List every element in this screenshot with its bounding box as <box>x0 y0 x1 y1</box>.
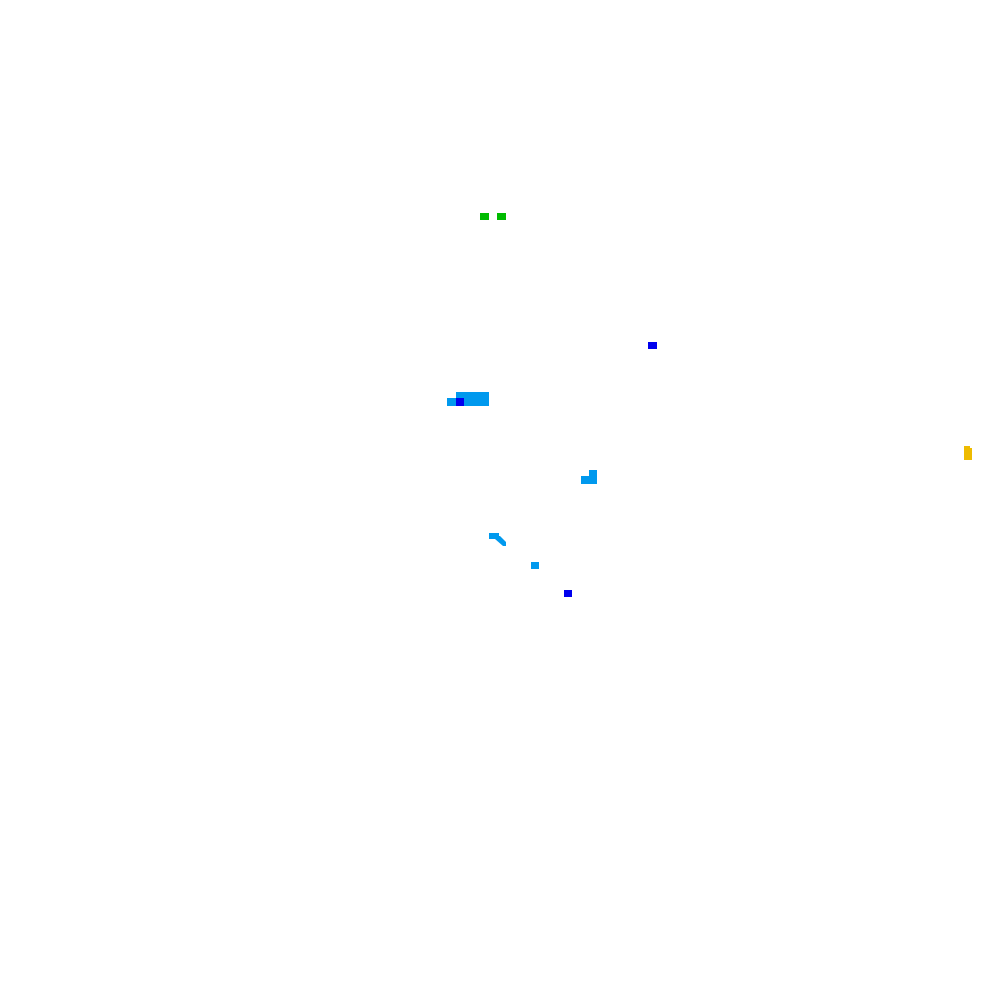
yellow-feature-1 <box>964 446 972 460</box>
light-blue-feature-6 <box>495 536 506 546</box>
dark-blue-feature-3 <box>564 590 572 597</box>
green-feature-2 <box>497 213 506 220</box>
light-blue-feature-2 <box>447 398 457 406</box>
light-blue-feature-1 <box>456 392 489 406</box>
green-feature-1 <box>480 213 489 220</box>
light-blue-feature-4 <box>581 476 597 484</box>
dark-blue-feature-2 <box>456 398 464 406</box>
light-blue-feature-3 <box>589 470 597 478</box>
dark-blue-feature-1 <box>648 342 657 349</box>
light-blue-feature-5 <box>489 533 499 539</box>
light-blue-feature-7 <box>531 562 539 569</box>
